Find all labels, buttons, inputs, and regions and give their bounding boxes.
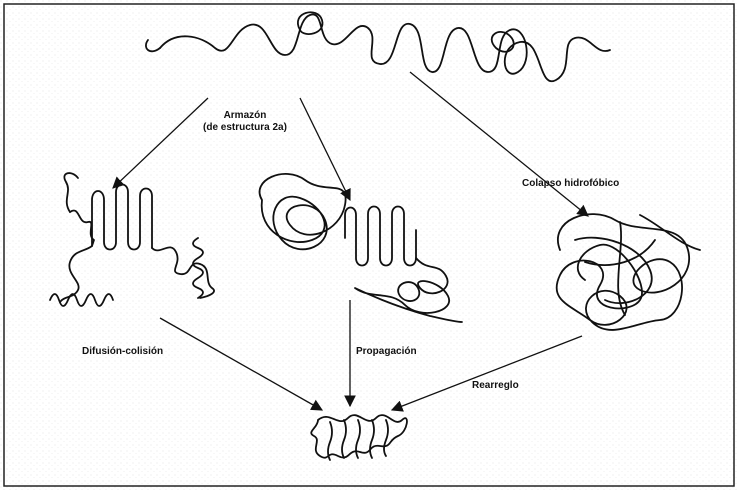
- label-diffusion-collision: Difusión-colisión: [82, 346, 163, 358]
- label-rearrangement: Rearreglo: [472, 380, 519, 392]
- label-hydrophobic-collapse: Colapso hidrofóbico: [522, 178, 619, 190]
- label-scaffold-line1: Armazón: [203, 110, 287, 122]
- label-scaffold-line2: (de estructura 2a): [203, 122, 287, 134]
- label-propagation: Propagación: [356, 346, 417, 358]
- label-scaffold: Armazón (de estructura 2a): [203, 110, 287, 133]
